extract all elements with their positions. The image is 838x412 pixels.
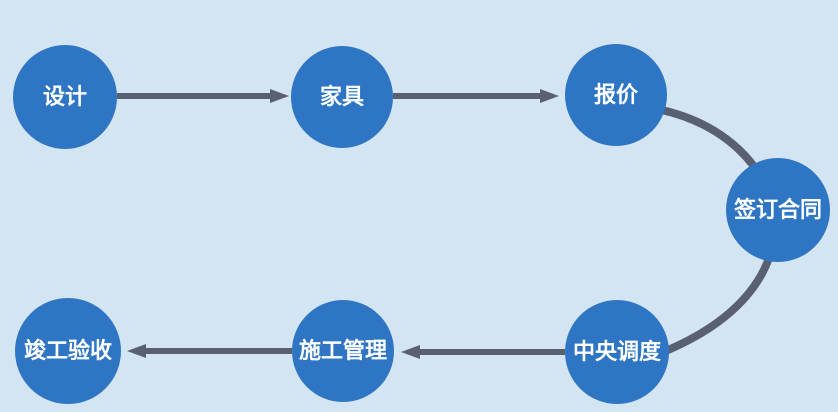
node-construction-management-label: 施工管理 — [298, 338, 387, 363]
arrow-head-design-to-furniture — [270, 89, 289, 103]
node-furniture: 家具 — [291, 46, 393, 148]
node-construction-management: 施工管理 — [292, 300, 394, 402]
node-sign-contract: 签订合同 — [726, 158, 830, 262]
arrow-head-furniture-to-quotation — [540, 89, 559, 103]
node-design: 设计 — [13, 45, 117, 149]
node-design-label: 设计 — [42, 84, 87, 109]
node-central-dispatch-label: 中央调度 — [572, 339, 661, 364]
node-central-dispatch: 中央调度 — [565, 300, 669, 404]
node-quotation-label: 报价 — [593, 82, 638, 107]
node-quotation: 报价 — [565, 44, 667, 146]
node-furniture-label: 家具 — [319, 84, 364, 109]
node-sign-contract-label: 签订合同 — [733, 197, 822, 222]
node-completion-acceptance: 竣工验收 — [15, 298, 121, 404]
arrow-head-construction-management-to-completion-acceptance — [127, 344, 146, 358]
node-completion-acceptance-label: 竣工验收 — [23, 338, 112, 363]
arrow-head-central-dispatch-to-construction-management — [401, 345, 420, 359]
